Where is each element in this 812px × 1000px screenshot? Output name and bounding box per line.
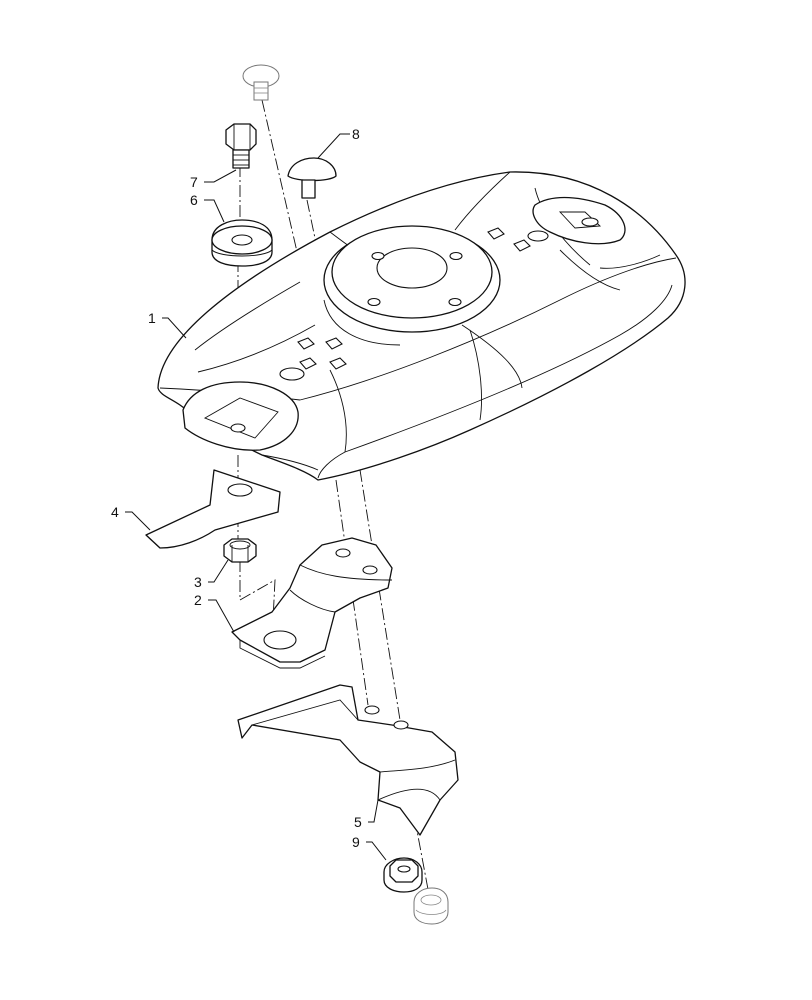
ghost-flange-nut bbox=[413, 887, 449, 925]
callout-labels: 1 2 3 4 5 6 7 8 9 bbox=[111, 126, 362, 850]
callout-2: 2 bbox=[194, 592, 202, 608]
callout-8: 8 bbox=[352, 126, 360, 142]
ghost-carriage-bolt bbox=[242, 64, 280, 101]
callout-4: 4 bbox=[111, 504, 119, 520]
spacer-bushing bbox=[211, 219, 273, 267]
callout-1: 1 bbox=[148, 310, 156, 326]
callout-5: 5 bbox=[354, 814, 362, 830]
callout-6: 6 bbox=[190, 192, 198, 208]
flange-nut bbox=[383, 857, 423, 893]
cutter-disc bbox=[157, 171, 686, 481]
blade-nut bbox=[223, 538, 257, 563]
blade-holder-bracket bbox=[231, 537, 393, 669]
callout-7: 7 bbox=[190, 174, 198, 190]
hex-bolt bbox=[225, 123, 257, 169]
blade bbox=[145, 469, 281, 549]
carriage-bolt bbox=[287, 157, 337, 199]
guard-skid bbox=[237, 684, 459, 836]
callout-9: 9 bbox=[352, 834, 360, 850]
callout-3: 3 bbox=[194, 574, 202, 590]
leader-lines bbox=[125, 133, 387, 861]
